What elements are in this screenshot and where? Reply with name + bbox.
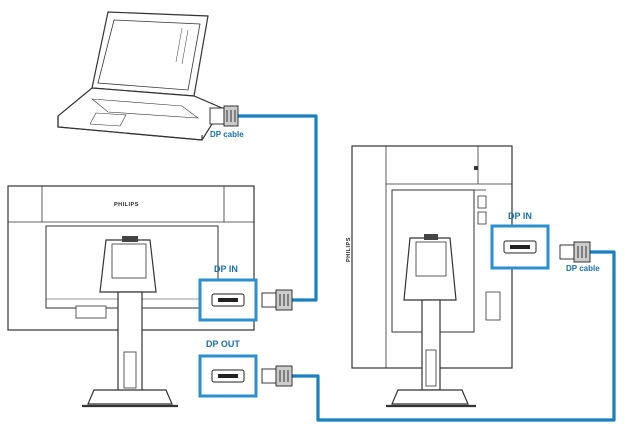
dp-plug-top — [209, 105, 239, 127]
label-dp-in-left: DP IN — [214, 264, 238, 274]
cable-left-monitor-to-right-monitor — [292, 250, 616, 422]
label-dp-cable-right: DP cable — [566, 264, 600, 273]
left-monitor-rear — [7, 185, 255, 408]
label-dp-cable-top: DP cable — [210, 130, 244, 139]
port-left-dp-in — [198, 278, 258, 322]
right-monitor-side — [351, 145, 513, 408]
dp-cables — [236, 114, 616, 422]
brand-front: PHILIPS — [114, 202, 139, 208]
port-right-dp-in — [490, 224, 550, 270]
brand-side: PHILIPS — [346, 237, 352, 262]
label-dp-out-left: DP OUT — [206, 339, 240, 349]
laptop-illustration — [57, 11, 223, 141]
dp-plug-right — [559, 241, 591, 263]
cable-laptop-to-left-monitor — [236, 114, 318, 302]
port-left-dp-out — [198, 354, 258, 398]
dp-plug-left-out — [261, 365, 293, 387]
dp-plug-left-in — [261, 289, 293, 311]
label-dp-in-right: DP IN — [508, 211, 532, 221]
